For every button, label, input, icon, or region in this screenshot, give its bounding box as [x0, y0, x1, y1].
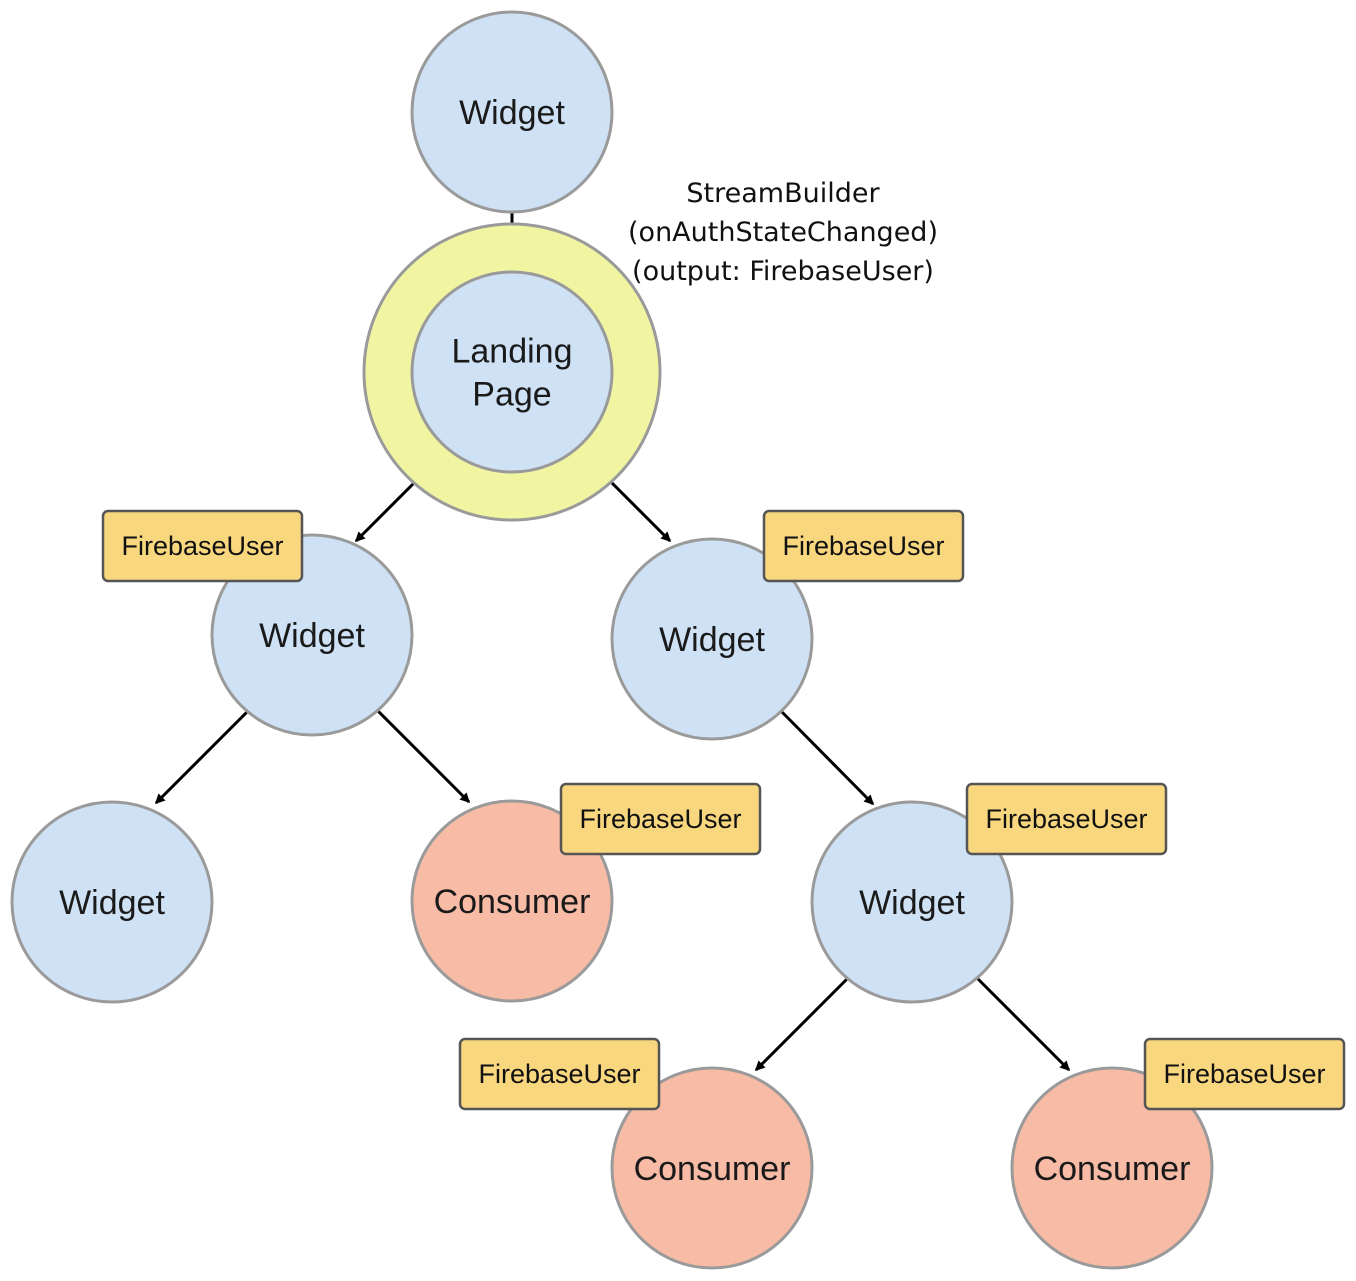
- tag-box: [559, 782, 762, 856]
- tag-label: FirebaseUser: [478, 1059, 640, 1089]
- widget-node-right-child: Widget: [810, 800, 1014, 1004]
- node-label: Consumer: [1034, 1150, 1191, 1188]
- edge-arrow: [976, 977, 1071, 1072]
- node-circle: [210, 533, 414, 737]
- firebaseuser-tag: FirebaseUser: [458, 1037, 661, 1111]
- edge-arrow: [780, 710, 875, 806]
- node-circle: [610, 1066, 814, 1270]
- annotation-line: StreamBuilder: [686, 178, 880, 209]
- tag-label: FirebaseUser: [579, 804, 741, 834]
- firebaseuser-tag: FirebaseUser: [1143, 1037, 1346, 1111]
- node-label: Widget: [59, 884, 165, 922]
- edge-arrow: [154, 710, 249, 805]
- widget-node-left: Widget: [210, 533, 414, 737]
- node-label: Widget: [459, 94, 565, 132]
- node-circle: [610, 537, 814, 741]
- widget-node-root: Widget: [410, 10, 614, 214]
- streambuilder-annotation: StreamBuilder (onAuthStateChanged) (outp…: [628, 178, 938, 287]
- node-circle: [410, 270, 614, 474]
- node-circle: [1010, 1066, 1214, 1270]
- tag-box: [965, 782, 1168, 856]
- tag-box: [1143, 1037, 1346, 1111]
- firebaseuser-tag: FirebaseUser: [559, 782, 762, 856]
- annotation-line: (onAuthStateChanged): [628, 217, 938, 248]
- widget-node-left-left: Widget: [10, 800, 214, 1004]
- edge-arrow: [754, 977, 849, 1072]
- firebaseuser-tag: FirebaseUser: [762, 509, 965, 583]
- node-label: Widget: [859, 884, 965, 922]
- node-label: Widget: [259, 617, 365, 655]
- node-circle: [410, 10, 614, 214]
- node-label: Page: [472, 376, 551, 414]
- tag-box: [762, 509, 965, 583]
- annotation-line: (output: FirebaseUser): [632, 256, 934, 287]
- consumer-node-bottom-consumer-left: Consumer: [610, 1066, 814, 1270]
- consumer-node-bottom-consumer-right: Consumer: [1010, 1066, 1214, 1270]
- node-label: Widget: [659, 621, 765, 659]
- tag-label: FirebaseUser: [985, 804, 1147, 834]
- widget-node-right: Widget: [610, 537, 814, 741]
- node-label: Consumer: [634, 1150, 791, 1188]
- tag-box: [101, 509, 304, 583]
- node-label: Landing: [451, 333, 572, 371]
- firebaseuser-tag: FirebaseUser: [965, 782, 1168, 856]
- tag-label: FirebaseUser: [1163, 1059, 1325, 1089]
- tag-label: FirebaseUser: [121, 531, 283, 561]
- node-circle: [10, 800, 214, 1004]
- firebaseuser-tag: FirebaseUser: [101, 509, 304, 583]
- node-label: Consumer: [434, 883, 591, 921]
- tag-label: FirebaseUser: [782, 531, 944, 561]
- tag-box: [458, 1037, 661, 1111]
- edge-arrow: [376, 709, 471, 804]
- node-circle: [810, 800, 1014, 1004]
